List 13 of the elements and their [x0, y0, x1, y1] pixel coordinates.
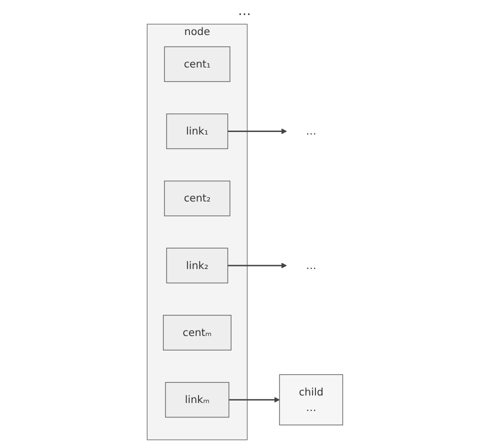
node-text: …	[306, 124, 316, 138]
node-box: child …	[278, 374, 343, 426]
arrow	[228, 396, 280, 403]
node-box: link₂	[166, 248, 228, 284]
node-box: link₁	[166, 114, 228, 150]
node-box: cent₁	[164, 46, 230, 82]
node-text: …	[306, 259, 316, 272]
node-box: cent₂	[164, 180, 230, 216]
node-box: centₘ	[162, 314, 231, 350]
note-text: …	[238, 4, 251, 19]
node-box: linkₘ	[164, 382, 229, 418]
arrow	[227, 262, 286, 268]
arrow	[227, 128, 286, 134]
